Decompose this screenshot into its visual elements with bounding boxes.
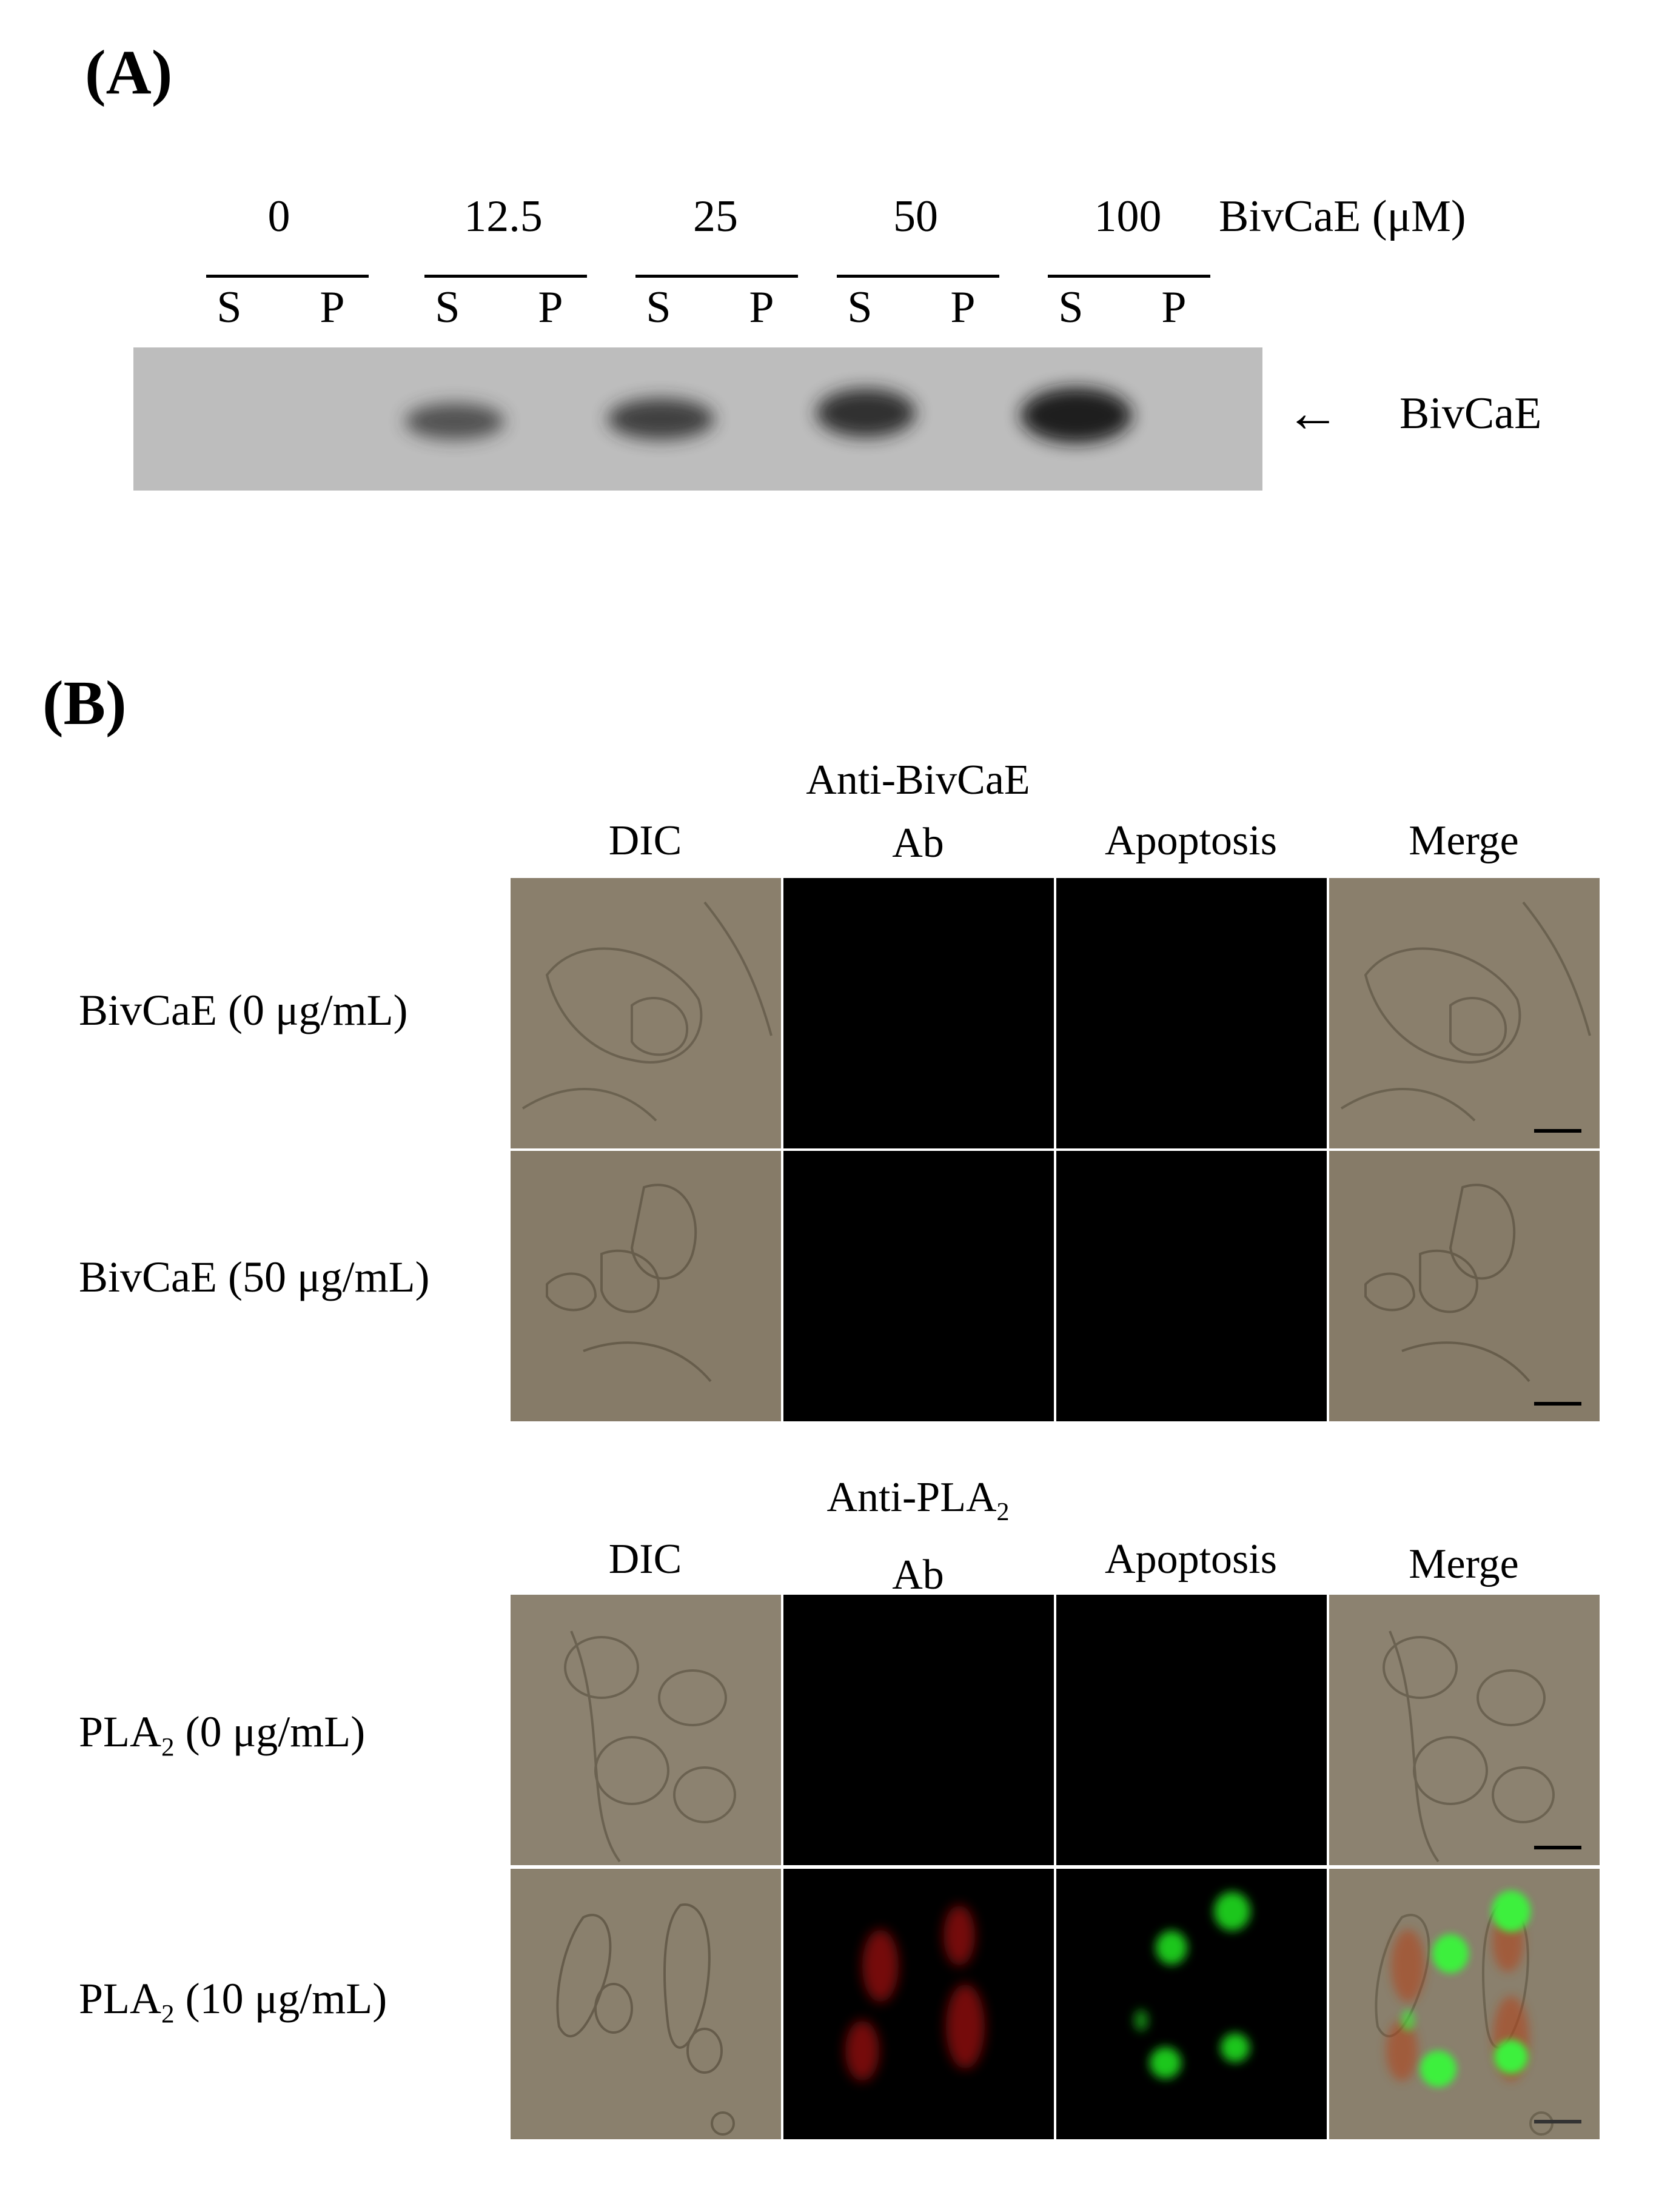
- row-label-concentration: (10 μg/mL): [174, 1974, 387, 2023]
- row-label-bivcae-0: BivCaE (0 μg/mL): [79, 986, 408, 1034]
- unit-label: BivCaE (μM): [1219, 192, 1466, 241]
- row-label-pla2-10: PLA2 (10 μg/mL): [79, 1974, 387, 2029]
- merge-image: [1329, 1595, 1600, 1865]
- lane-letter: S: [847, 283, 873, 332]
- anti-pla2-fluorescence-image: [783, 1869, 1054, 2139]
- col-header-anti-pla2: Anti-PLA2 Ab: [782, 1466, 1054, 1607]
- scale-bar: [1534, 1402, 1581, 1406]
- lane-group-bar: [837, 275, 999, 278]
- dic-image: [511, 1151, 781, 1421]
- merge-image: [1329, 1869, 1600, 2139]
- lane-letter: P: [320, 283, 345, 332]
- dic-image: [511, 878, 781, 1148]
- lane-letter: P: [538, 283, 563, 332]
- lane-letter: S: [1058, 283, 1084, 332]
- conc-label-0: 0: [267, 192, 290, 241]
- dic-image: [511, 1595, 781, 1865]
- apoptosis-fluorescence-image: [1056, 1151, 1327, 1421]
- anti-pla2-subscript: 2: [996, 1498, 1010, 1526]
- col-header-merge: Merge: [1409, 1541, 1519, 1587]
- lane-letter: S: [646, 283, 671, 332]
- merge-image: [1329, 878, 1600, 1148]
- band-50-s: [816, 389, 916, 437]
- lane-letter: P: [1161, 283, 1187, 332]
- conc-label-25: 25: [693, 192, 738, 241]
- band-100-s: [1021, 387, 1132, 443]
- anti-pla2-text: Anti-PLA: [826, 1474, 997, 1521]
- anti-bivcae-fluorescence-image: [783, 1151, 1054, 1421]
- dic-image: [511, 1869, 781, 2139]
- conc-label-100: 100: [1094, 192, 1162, 241]
- scale-bar: [1534, 2120, 1581, 2123]
- row-label-concentration: (0 μg/mL): [174, 1708, 366, 1756]
- conc-label-50: 50: [893, 192, 938, 241]
- lane-group-bar: [635, 275, 798, 278]
- lane-group-bar: [424, 275, 587, 278]
- panel-b-label: (B): [42, 668, 127, 738]
- western-blot-image: [133, 347, 1262, 491]
- col-header-dic: DIC: [608, 1536, 682, 1583]
- scale-bar: [1534, 1846, 1581, 1849]
- row-label-text: PLA: [79, 1974, 162, 2023]
- row-label-pla2-0: PLA2 (0 μg/mL): [79, 1707, 365, 1762]
- band-label: BivCaE: [1399, 389, 1542, 438]
- col-header-merge: Merge: [1409, 817, 1519, 864]
- anti-pla2-ab: Ab: [892, 1552, 944, 1598]
- row-label-text: PLA: [79, 1708, 162, 1756]
- col-header-apoptosis: Apoptosis: [1105, 1536, 1277, 1583]
- band-12-5-s: [405, 403, 504, 440]
- scale-bar: [1534, 1129, 1581, 1133]
- anti-pla2-fluorescence-image: [783, 1595, 1054, 1865]
- col-header-anti-bivcae: Anti-BivCaE Ab: [806, 757, 1030, 866]
- band-25-s: [608, 398, 714, 440]
- row-label-subscript: 2: [161, 2000, 175, 2029]
- row-label-subscript: 2: [161, 1733, 175, 1762]
- lane-group-bar: [206, 275, 369, 278]
- anti-bivcae-fluorescence-image: [783, 878, 1054, 1148]
- row-label-bivcae-50: BivCaE (50 μg/mL): [79, 1253, 430, 1301]
- apoptosis-fluorescence-image: [1056, 1869, 1327, 2139]
- lane-group-bar: [1048, 275, 1210, 278]
- panel-a-label: (A): [85, 38, 173, 107]
- lane-letter: P: [950, 283, 976, 332]
- conc-label-12-5: 12.5: [464, 192, 543, 241]
- apoptosis-fluorescence-image: [1056, 1595, 1327, 1865]
- col-header-apoptosis: Apoptosis: [1105, 817, 1277, 864]
- lane-letter: S: [435, 283, 460, 332]
- lane-letter: P: [749, 283, 774, 332]
- lane-letter: S: [216, 283, 242, 332]
- apoptosis-fluorescence-image: [1056, 878, 1327, 1148]
- merge-image: [1329, 1151, 1600, 1421]
- band-arrow: ←: [1285, 383, 1340, 443]
- col-header-dic: DIC: [608, 817, 682, 864]
